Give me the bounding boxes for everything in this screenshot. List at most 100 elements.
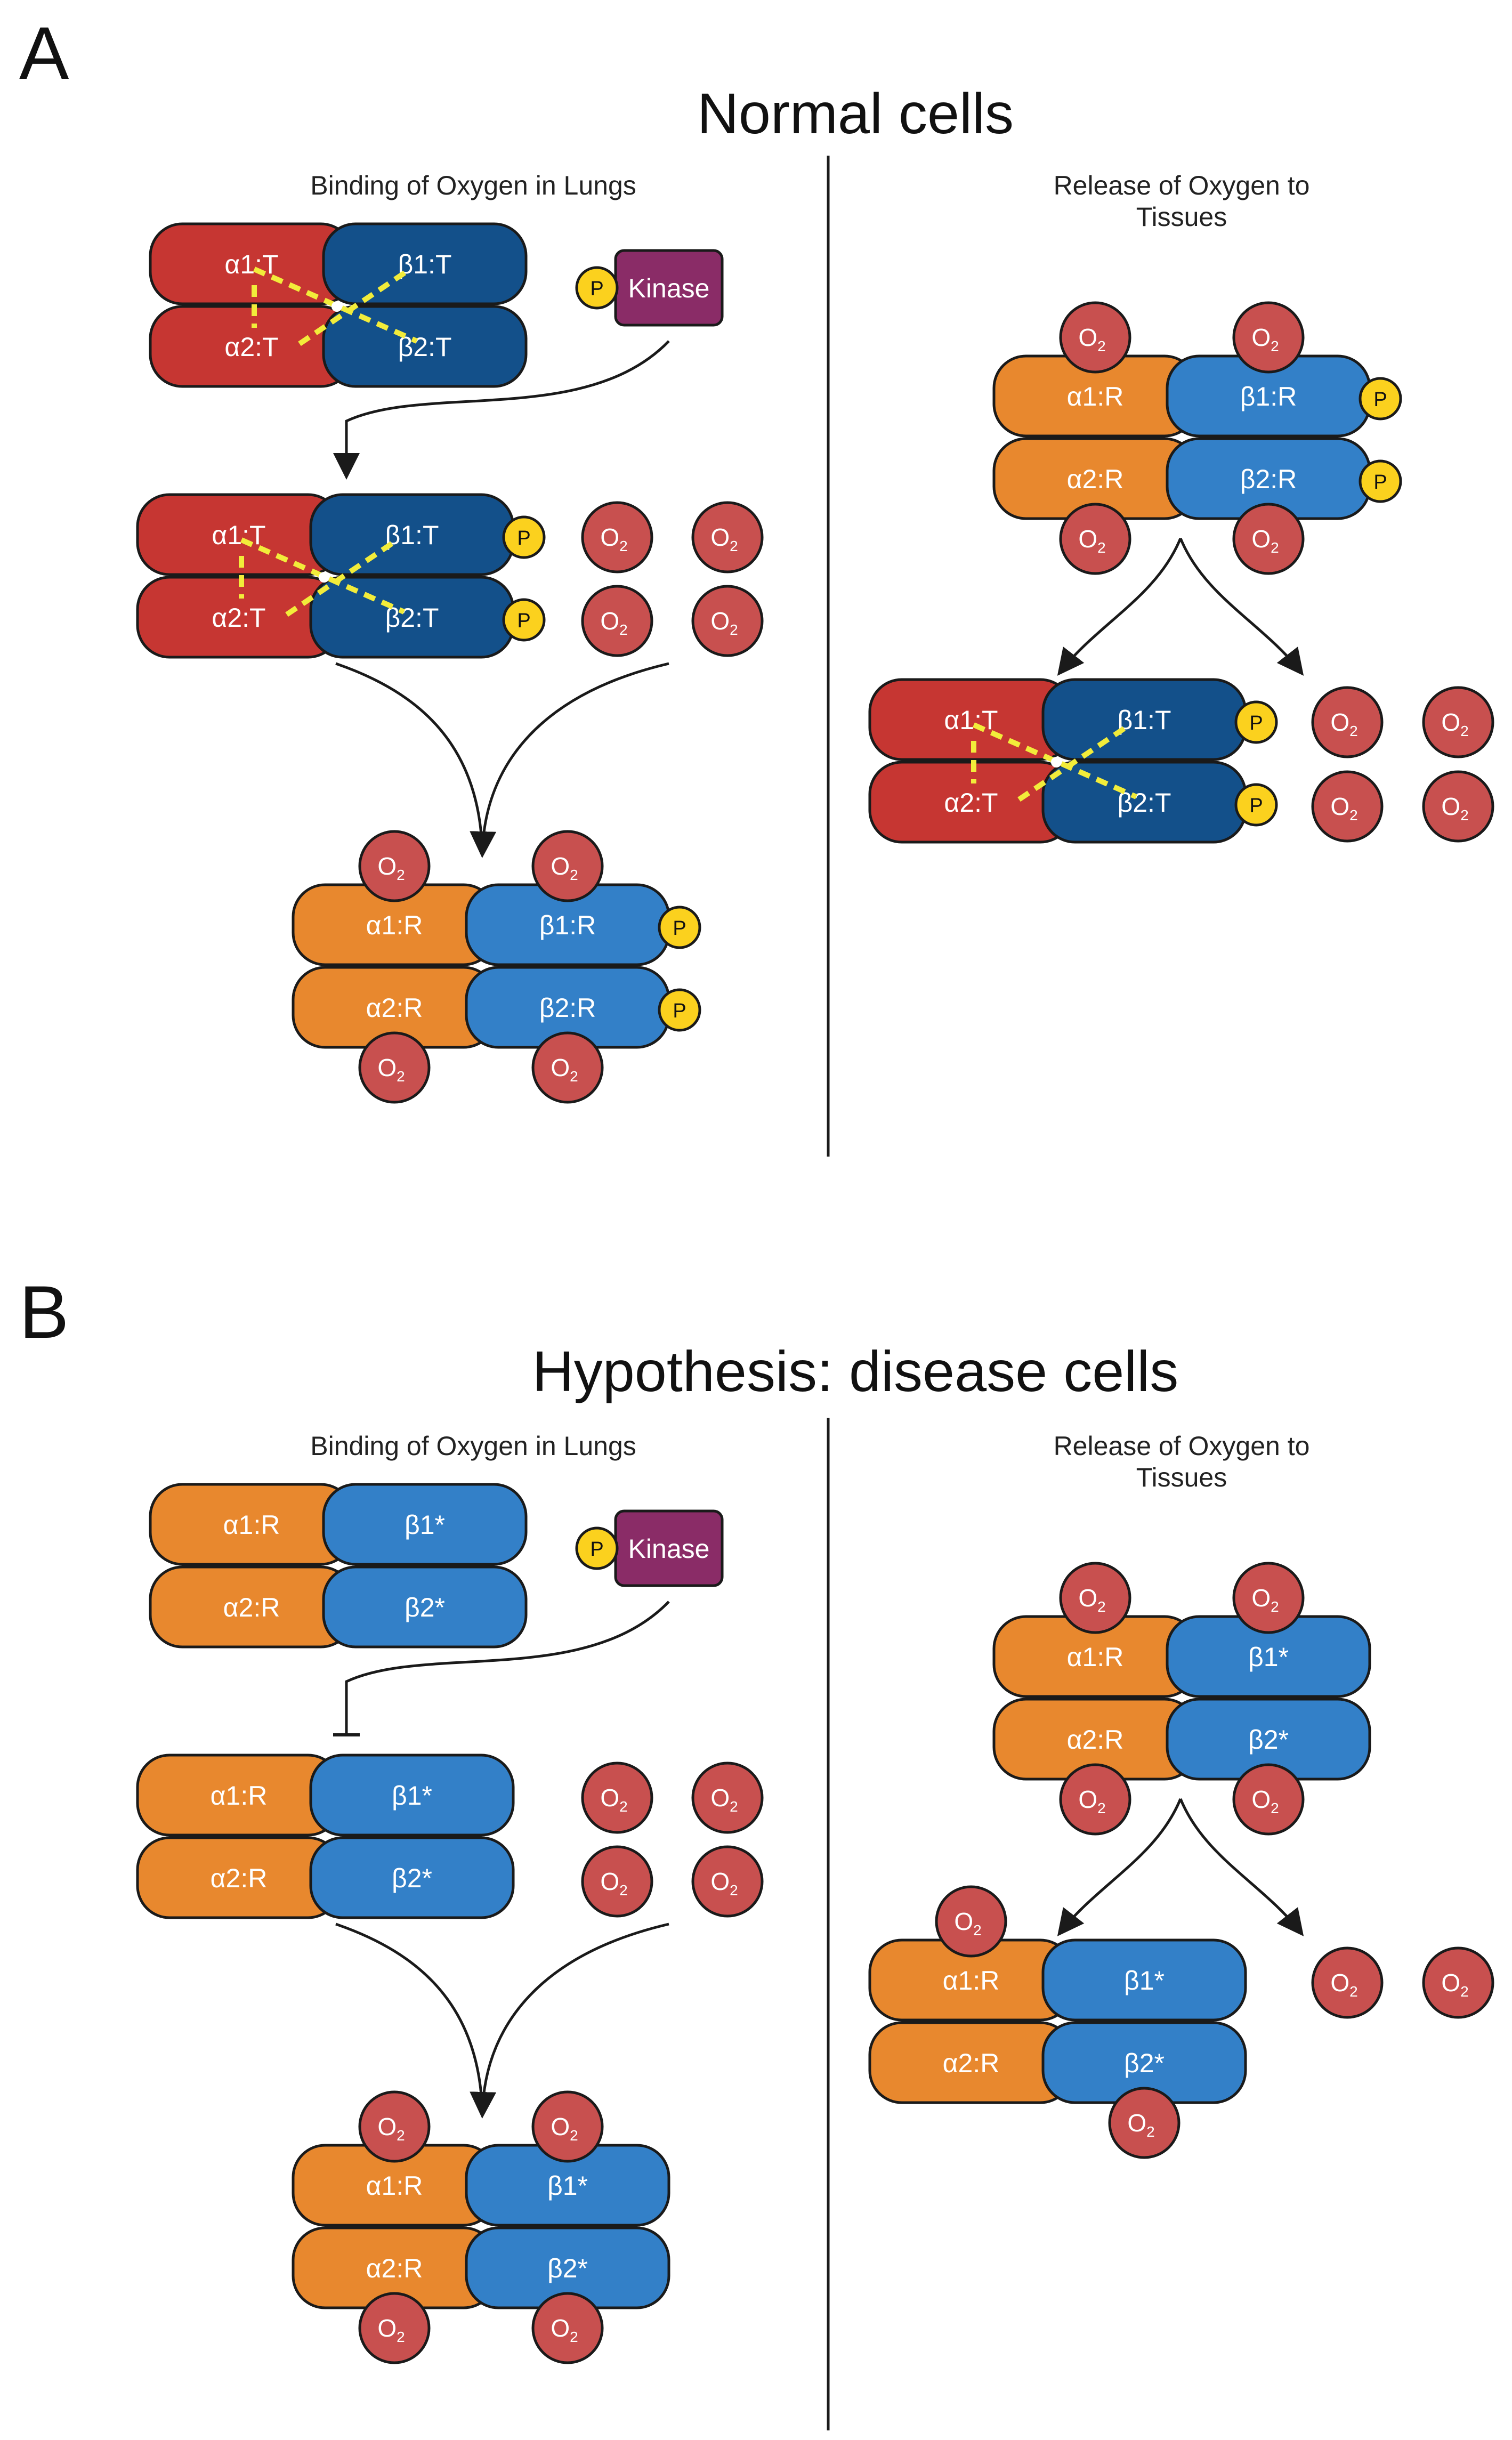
panel-b-letter: B xyxy=(19,1270,69,1354)
o2-label: O2 xyxy=(1251,525,1279,556)
o2-label: O2 xyxy=(377,2314,405,2345)
free-o2: O2 xyxy=(691,1762,764,1834)
panel-a-letter: A xyxy=(19,11,69,95)
alpha2-subunit-label: α2:T xyxy=(944,788,998,818)
arrow-a-converge-left xyxy=(335,662,484,853)
beta2-subunit-label: β2:T xyxy=(385,603,439,633)
inhibition-b-kinase xyxy=(345,1601,670,1735)
beta1-subunit: β1* xyxy=(465,2144,670,2227)
phosphate-label: P xyxy=(673,1000,686,1022)
alpha1-subunit: α1:R xyxy=(136,1754,342,1837)
o2-beta2: O2 xyxy=(1232,503,1305,575)
beta1-subunit-label: β1* xyxy=(405,1510,445,1540)
beta2-subunit: β2* xyxy=(322,1565,528,1649)
alpha2-subunit-label: α2:R xyxy=(1067,464,1124,494)
free-o2: O2 xyxy=(1311,770,1384,843)
free-o2: O2 xyxy=(1422,770,1494,843)
o2-label: O2 xyxy=(377,852,405,883)
o2-label: O2 xyxy=(1078,1785,1105,1816)
o2-label: O2 xyxy=(600,523,627,554)
alpha1-subunit-label: α1:T xyxy=(944,705,998,735)
beta2-subunit: β2:T xyxy=(322,305,528,388)
o2-beta1: O2 xyxy=(531,2090,604,2163)
o2-label: O2 xyxy=(1251,1785,1279,1816)
arrow-a-split-left xyxy=(1057,538,1182,676)
interface-bonds xyxy=(252,266,418,346)
o2-label: O2 xyxy=(600,1784,627,1815)
beta2-subunit-label: β2:T xyxy=(1117,788,1171,818)
o2-label: O2 xyxy=(1441,708,1468,739)
o2-label: O2 xyxy=(551,852,578,883)
phosphate-beta2: P xyxy=(1234,783,1278,827)
free-o2: O2 xyxy=(1311,686,1384,758)
beta2-subunit-label: β2:R xyxy=(539,993,596,1023)
interface-node xyxy=(331,301,342,312)
alpha2-subunit: α2:T xyxy=(868,761,1074,844)
panel-a-lungs-phosphorylated-tetramer: α1:Tα2:Tβ1:Tβ2:TPP xyxy=(136,493,546,659)
phosphate-beta1: P xyxy=(502,515,546,559)
o2-label: O2 xyxy=(954,1908,981,1938)
phosphate-beta1: P xyxy=(658,906,701,949)
beta2-subunit-label: β2:T xyxy=(398,332,451,362)
free-o2: O2 xyxy=(581,585,653,657)
alpha1-subunit-label: α1:R xyxy=(211,1781,268,1811)
beta1-subunit: β1:T xyxy=(309,493,515,576)
alpha1-subunit-label: α1:R xyxy=(366,910,423,940)
arrow-a-converge-right xyxy=(470,662,669,858)
alpha1-subunit: α1:T xyxy=(136,493,342,576)
free-o2: O2 xyxy=(581,1845,653,1918)
panel-b-title: Hypothesis: disease cells xyxy=(532,1339,1179,1403)
beta1-subunit: β1:R xyxy=(1166,354,1371,438)
panel-b-left-heading: Binding of Oxygen in Lungs xyxy=(310,1431,636,1461)
o2-label: O2 xyxy=(551,1054,578,1085)
free-o2: O2 xyxy=(581,1762,653,1834)
phosphate-label: P xyxy=(1249,795,1263,817)
o2-label: O2 xyxy=(710,1868,738,1898)
alpha1-subunit-label: α1:R xyxy=(943,1966,1000,1995)
arrow-b-split-left xyxy=(1057,1798,1182,1936)
alpha1-subunit-label: α1:R xyxy=(1067,1642,1124,1672)
o2-label: O2 xyxy=(710,1784,738,1815)
beta1-subunit-label: β1:R xyxy=(539,910,596,940)
o2-beta2: O2 xyxy=(531,2292,604,2364)
panel-b-right-heading-line2: Tissues xyxy=(1136,1463,1227,1492)
panel-a-right-heading-line2: Tissues xyxy=(1136,202,1227,232)
beta1-subunit: β1* xyxy=(1166,1615,1371,1698)
o2-beta2: O2 xyxy=(1108,2087,1181,2159)
alpha1-subunit-label: α1:R xyxy=(223,1510,280,1540)
phosphate-beta1: P xyxy=(1234,700,1278,744)
alpha2-subunit-label: α2:R xyxy=(1067,1725,1124,1755)
phosphate-beta1: P xyxy=(1359,377,1402,421)
panel-a-left-heading: Binding of Oxygen in Lungs xyxy=(310,171,636,200)
beta1-subunit: β1* xyxy=(1041,1938,1247,2022)
beta2-subunit-label: β2* xyxy=(1248,1725,1289,1755)
phosphate-beta2: P xyxy=(502,598,546,642)
free-o2: O2 xyxy=(691,585,764,657)
phosphate-label: P xyxy=(1373,471,1387,494)
o2-alpha2: O2 xyxy=(358,2292,431,2364)
phosphate-label: P xyxy=(590,278,603,300)
free-o2: O2 xyxy=(1311,1946,1384,2019)
alpha1-subunit-label: α1:T xyxy=(224,249,278,279)
panel-a-tissue-deoxy-tetramer: α1:T α2:T β1:T β2:T P P xyxy=(868,678,1278,844)
beta1-subunit-label: β1* xyxy=(1124,1966,1165,1995)
panel-b-lungs-unphosphorylated-tetramer: α1:Rα2:Rβ1*β2* xyxy=(136,1754,515,1919)
alpha2-subunit-label: α2:R xyxy=(211,1863,268,1893)
alpha1-subunit: α1:R xyxy=(868,1938,1074,2022)
o2-label: O2 xyxy=(1078,324,1105,354)
beta1-subunit-label: β1:T xyxy=(1117,705,1171,735)
o2-label: O2 xyxy=(1078,1584,1105,1615)
alpha2-subunit: α2:R xyxy=(149,1565,354,1649)
panel-a-right-heading-line1: Release of Oxygen to xyxy=(1054,171,1310,200)
free-o2: O2 xyxy=(691,1845,764,1918)
panel-b-right-heading-line1: Release of Oxygen to xyxy=(1054,1431,1310,1461)
beta1-subunit-label: β1:T xyxy=(398,249,451,279)
o2-alpha2: O2 xyxy=(358,1031,431,1104)
o2-label: O2 xyxy=(1078,525,1105,556)
